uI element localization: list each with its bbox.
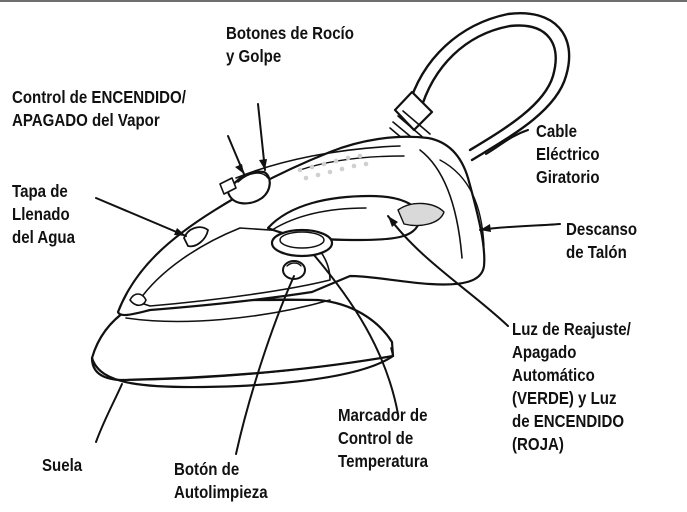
label-water-fill-cap: Tapa de Llenado del Agua — [12, 181, 75, 247]
power-cord — [389, 11, 571, 162]
label-heel-rest: Descanso de Talón — [566, 219, 638, 262]
label-soleplate: Suela — [42, 455, 83, 475]
label-temperature-dial: Marcador de Control de Temperatura — [338, 405, 429, 471]
label-steam-onoff-control: Control de ENCENDIDO/ APAGADO del Vapor — [12, 87, 186, 130]
water-fill-cap-shape — [183, 226, 209, 248]
steam-switch-shape — [219, 177, 237, 195]
label-swivel-cord: Cable Eléctrico Giratorio — [536, 121, 600, 187]
top-rule — [0, 0, 687, 2]
spray-burst-buttons-shape — [226, 170, 271, 205]
label-self-clean-button: Botón de Autolimpieza — [174, 459, 268, 502]
steam-vents — [297, 153, 369, 181]
soleplate-body — [90, 296, 395, 389]
self-clean-button-shape — [282, 260, 306, 280]
arrowheads — [174, 159, 491, 236]
callout-lines — [95, 103, 561, 455]
temperature-dial-shape — [270, 228, 334, 258]
label-reset-light: Luz de Reajuste/ Apagado Automático (VER… — [512, 319, 631, 454]
iron-body — [116, 135, 486, 323]
label-spray-burst-buttons: Botones de Rocío y Golpe — [226, 23, 354, 66]
